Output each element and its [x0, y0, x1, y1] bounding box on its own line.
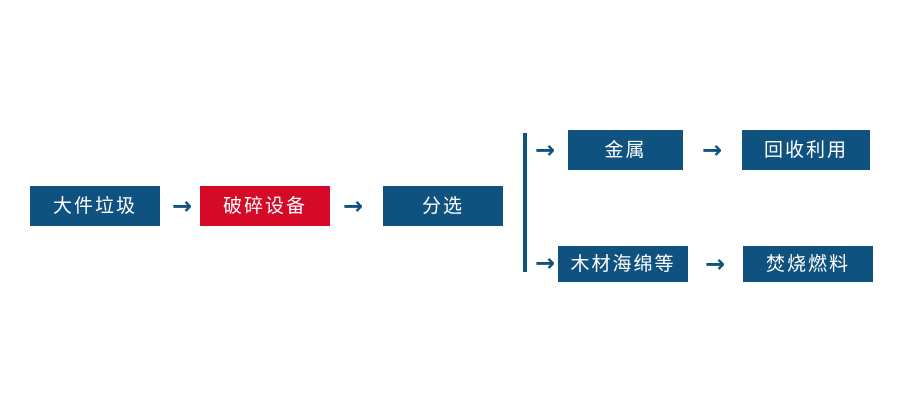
node-metal[interactable]: 金属: [568, 130, 683, 170]
node-bulky-waste[interactable]: 大件垃圾: [30, 186, 160, 226]
node-sorting[interactable]: 分选: [383, 186, 503, 226]
node-incineration-fuel[interactable]: 焚烧燃料: [743, 246, 873, 282]
node-recycle[interactable]: 回收利用: [742, 130, 870, 170]
arrow-right-icon-1: →: [171, 192, 193, 220]
arrow-right-icon-2: →: [342, 192, 364, 220]
arrow-right-icon-branch-down: →: [534, 249, 556, 277]
arrow-right-icon-3: →: [701, 136, 723, 164]
arrow-right-icon-branch-up: →: [534, 136, 556, 164]
arrow-right-icon-4: →: [704, 250, 726, 278]
node-wood-sponge[interactable]: 木材海绵等: [558, 246, 688, 282]
branch-trunk-line: [523, 133, 527, 272]
node-crusher[interactable]: 破碎设备: [200, 186, 330, 226]
